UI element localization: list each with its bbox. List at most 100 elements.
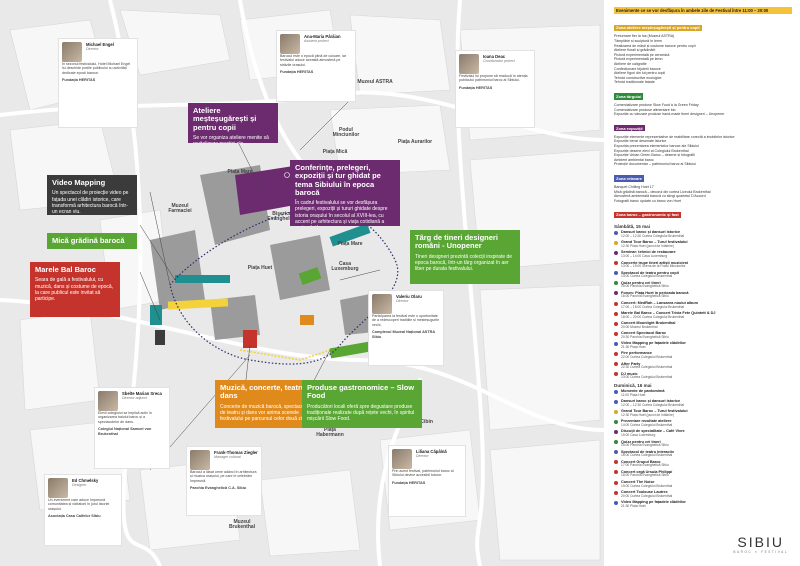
event-title: Momente de pantomimă xyxy=(621,389,665,394)
box-ateliere: Ateliere meșteșugărești și pentru copii … xyxy=(188,103,278,143)
schedule-section-item: Expoziție desene elevi ai Colegiului Bru… xyxy=(614,148,689,153)
avatar xyxy=(98,391,118,411)
card-name: Frank-Thomas Ziegler xyxy=(214,450,258,455)
event-dot-icon xyxy=(614,261,618,266)
event-title: Quizz pentru cei tineri xyxy=(621,280,661,285)
event-details: 21:30 Piața Huet xyxy=(621,503,646,508)
schedule-section-item: Expoziție cu vânzare produse hand-made t… xyxy=(614,112,725,117)
event-details: 17:00 – 18:00 Curtea Colegiului Brukenth… xyxy=(621,304,685,309)
event-details: 20:00 Muzeul Brukenthal xyxy=(621,324,658,329)
card-role: Coordonator proiect xyxy=(483,59,515,64)
box-conferinte: Conferințe, prelegeri, expoziții și tur … xyxy=(290,160,400,226)
schedule-section-title: Zona ateliere meșteșugărești și pentru c… xyxy=(614,24,702,32)
event-details: 21:30 Piața Huet xyxy=(621,344,646,349)
card-valeriu-olaru: Valeriu Olaru Director Participarea la f… xyxy=(368,290,444,366)
card-org: Fundația HERITAS xyxy=(280,70,314,75)
avatar xyxy=(372,294,392,314)
event-dot-icon xyxy=(614,341,618,346)
event-title: Dansuri baroc și dansuri istorice xyxy=(621,399,681,404)
card-frank-ziegler: Frank-Thomas Ziegler Manager cultural Ba… xyxy=(186,446,262,516)
event-details: 22:00 Curtea Colegiului Brukenthal xyxy=(621,354,673,359)
card-name: Liliana Căpâlnă xyxy=(416,449,447,454)
card-org: Colegiul Național Samuel von Brukenthal xyxy=(98,427,152,436)
box-gastro-text: Producători locali oferă spre degustare … xyxy=(307,403,415,423)
schedule-day-title: Duminică, 16 mai xyxy=(614,383,652,389)
card-text: Prin acest festival, patrimoniul baroc a… xyxy=(392,468,454,478)
schedule-sections: Zona ateliere meșteșugărești și pentru c… xyxy=(614,16,792,221)
card-org: Fundația HERITAS xyxy=(459,85,493,90)
event-dot-icon xyxy=(614,331,618,336)
schedule-header: Evenimente ce se vor desfășura în ambele… xyxy=(614,7,792,15)
event-dot-icon xyxy=(614,230,618,235)
box-targ-text: Tineri designeri prezintă colecții inspi… xyxy=(415,253,513,273)
box-conferinte-text: În cadrul festivalului se vor desfășura … xyxy=(295,200,388,226)
schedule-section-item: Proiecție documentar – patrimoniul baroc… xyxy=(614,162,696,167)
event-dot-icon xyxy=(614,372,618,377)
card-text: Participarea la festival este o oportuni… xyxy=(372,313,440,327)
card-org: Parohia Evanghelică C.A. Sibiu xyxy=(190,486,247,491)
event-title: Concert Spectacol Baroc xyxy=(621,331,667,336)
box-targ: Târg de tineri designeri români - Unopen… xyxy=(410,230,520,284)
schedule-section-item: Ateliere figuri din lut pentru copii xyxy=(614,71,666,76)
card-org: Fundația HERITAS xyxy=(62,78,96,83)
event-dot-icon xyxy=(614,240,618,245)
card-text: Festivalul își propune să readucă în ate… xyxy=(459,73,528,83)
card-role: Director xyxy=(86,47,99,52)
event-dot-icon xyxy=(614,311,618,316)
event-dot-icon xyxy=(614,450,618,455)
event-details: 16:00 Parohia Evanghelică Sibiu xyxy=(621,294,669,299)
avatar xyxy=(392,449,412,469)
event-details: 15:00 Parohia Evanghelică Sibiu xyxy=(621,443,669,448)
logo-subtext: BAROC ✦ FESTIVAL xyxy=(733,550,788,554)
box-muzica: Muzică, concerte, teatru, dans Concerte … xyxy=(215,380,315,428)
event-title: DJ muzic xyxy=(621,371,638,376)
schedule-section-item: Ateliere de caligrafie xyxy=(614,62,647,67)
event-title: Discuții de specialitate – Café Vivre xyxy=(621,429,685,434)
box-video-mapping-text: Un spectacol de proiecție video pe fațad… xyxy=(52,190,129,215)
avatar xyxy=(62,42,82,62)
box-bal-title: Marele Bal Baroc xyxy=(35,265,96,274)
box-targ-title: Târg de tineri designeri români - Unopen… xyxy=(415,233,498,251)
event-details: 18:00 Parohia Evanghelică Sibiu xyxy=(621,473,669,478)
avatar xyxy=(48,478,68,498)
festival-map: Piața Mică Biserica Evanghelică Piața Hu… xyxy=(0,0,604,566)
event-details: 22:30 Curtea Colegiului Brukenthal xyxy=(621,365,673,370)
event-dot-icon xyxy=(614,480,618,485)
event-details: 13:00 – 14:00 Casa Luxemburg xyxy=(621,254,668,259)
box-video-mapping: Video Mapping Un spectacol de proiecție … xyxy=(47,175,137,215)
card-text: Barocul este o epocă plină de culoare, i… xyxy=(280,53,347,67)
event-title: Concert: MedRah – Lansarea noului album xyxy=(621,300,699,305)
schedule-section-item: Tehnici constructive ecologice xyxy=(614,75,662,80)
label-biserica-evanghelica: Biserica Evanghelică xyxy=(267,211,297,223)
schedule-section-item: Confecționare bijuterii baroce xyxy=(614,66,661,71)
card-liliana: Liliana Căpâlnă Director Prin acest fest… xyxy=(388,445,466,517)
card-role: Director xyxy=(396,299,409,304)
event-dot-icon xyxy=(614,399,618,404)
box-muzica-text: Concerte de muzică barocă, spectacole de… xyxy=(220,403,308,423)
schedule-section-item: Tâmplărie și sculptură în lemn xyxy=(614,39,662,44)
event-dot-icon xyxy=(614,470,618,475)
event-details: 15:00 Casa Luxemburg xyxy=(621,433,656,438)
schedule-section-title: Zona relaxare xyxy=(614,175,645,182)
box-bal-text: Seara de gală a festivalului, cu muzică,… xyxy=(35,277,114,302)
event-title: Concert Moonlight Brukenthal xyxy=(621,321,676,326)
card-name: Ed Chmelsky xyxy=(72,478,99,483)
event-details: 16:00 Curtea Colegiului Brukenthal xyxy=(621,453,673,458)
card-text: În sezonul festivalului, Hotel Michael E… xyxy=(62,61,131,75)
event-details: 18:00 – 20:00 Curtea Colegiului Brukenth… xyxy=(621,314,685,319)
schedule-section-item: Banquet Chilling Huet 17 xyxy=(614,184,654,189)
event-details: 12:30 Piața Huet (punct de întâlnire) xyxy=(621,412,674,417)
schedule-day-title: Sâmbătă, 15 mai xyxy=(614,224,651,230)
event-details: 14:00 Curtea Colegiului Brukenthal xyxy=(621,422,673,427)
